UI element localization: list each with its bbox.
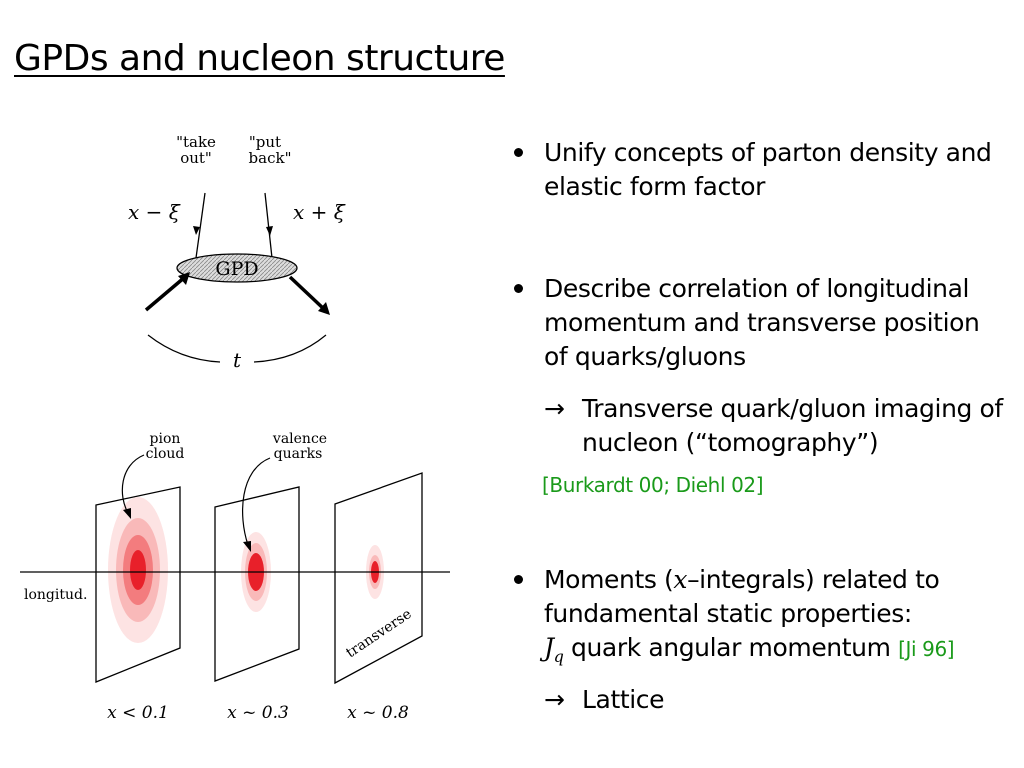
put-back-label-1: "put xyxy=(249,133,281,151)
left-momentum-label: x − ξ xyxy=(128,200,181,224)
momentum-transfer-label: t xyxy=(233,348,242,372)
pion-cloud-pointer xyxy=(121,454,145,514)
sub-text: Transverse quark/gluon imaging of nucleo… xyxy=(582,394,1003,457)
pion-cloud-label-1: pion xyxy=(150,431,181,447)
longitudinal-label: longitud. xyxy=(24,587,87,603)
moments-line-3: Jq quark angular momentum [Ji 96] xyxy=(544,633,955,666)
outgoing-nucleon-arrowhead xyxy=(318,302,330,315)
moments-line-1: Moments (x–integrals) related to xyxy=(544,565,940,594)
outgoing-arrowhead xyxy=(193,226,200,235)
valence-pointer xyxy=(242,457,271,546)
take-out-label-2: out" xyxy=(180,149,212,167)
citation-burkardt-diehl: [Burkardt 00; Diehl 02] xyxy=(542,473,764,497)
bullet-text: Describe correlation of longitudinal mom… xyxy=(544,274,980,371)
plane-mid-x xyxy=(214,486,300,682)
sub-text: Lattice xyxy=(582,685,665,714)
outgoing-nucleon-line xyxy=(288,275,327,312)
pion-cloud-label-2: cloud xyxy=(146,446,185,462)
right-momentum-label: x + ξ xyxy=(293,200,346,224)
put-back-label-2: back" xyxy=(249,149,292,167)
parton-density-blob xyxy=(130,550,146,590)
returning-parton-line xyxy=(264,192,273,259)
t-arc-left xyxy=(147,334,221,363)
sub-point-lattice: → Lattice xyxy=(544,683,1014,717)
bullet-text: Unify concepts of parton density and ela… xyxy=(544,138,992,201)
arrow-icon: → xyxy=(544,394,565,423)
x-label-mid: x ~ 0.3 xyxy=(227,703,289,723)
moments-line-2: fundamental static properties: xyxy=(544,599,912,628)
gpd-blob xyxy=(176,253,298,283)
valence-label-1: valence xyxy=(272,431,327,447)
returning-arrowhead xyxy=(266,226,273,236)
slide-title: GPDs and nucleon structure xyxy=(14,38,505,79)
incoming-nucleon-arrowhead xyxy=(178,272,190,285)
valence-label-2: quarks xyxy=(274,446,323,462)
bullet-text: Moments (x–integrals) related to fundame… xyxy=(544,563,1014,674)
citation-ji: [Ji 96] xyxy=(898,637,955,661)
plane-low-x xyxy=(95,486,181,683)
x-label-high: x ~ 0.8 xyxy=(347,703,409,723)
plane-high-x: transverse xyxy=(334,472,423,685)
arrow-icon: → xyxy=(544,685,565,714)
bullet-dot xyxy=(514,284,523,293)
math-x: x xyxy=(673,565,688,594)
bullet-dot xyxy=(514,575,523,584)
tomography-diagram: longitud. transverse pion c xyxy=(20,431,450,723)
x-label-low: x < 0.1 xyxy=(107,703,169,723)
incoming-nucleon-line xyxy=(144,275,187,312)
gpd-handbag-diagram: "take out" "put back" x − ξ x + ξ GPD t xyxy=(128,133,346,372)
take-out-label-1: "take xyxy=(176,133,216,151)
math-J: J xyxy=(544,633,554,662)
sub-point-imaging: → Transverse quark/gluon imaging of nucl… xyxy=(542,392,1014,497)
outgoing-parton-line xyxy=(195,192,206,259)
gpd-blob-label: GPD xyxy=(215,258,258,280)
bullet-dot xyxy=(514,148,523,157)
t-arc-right xyxy=(253,334,327,363)
